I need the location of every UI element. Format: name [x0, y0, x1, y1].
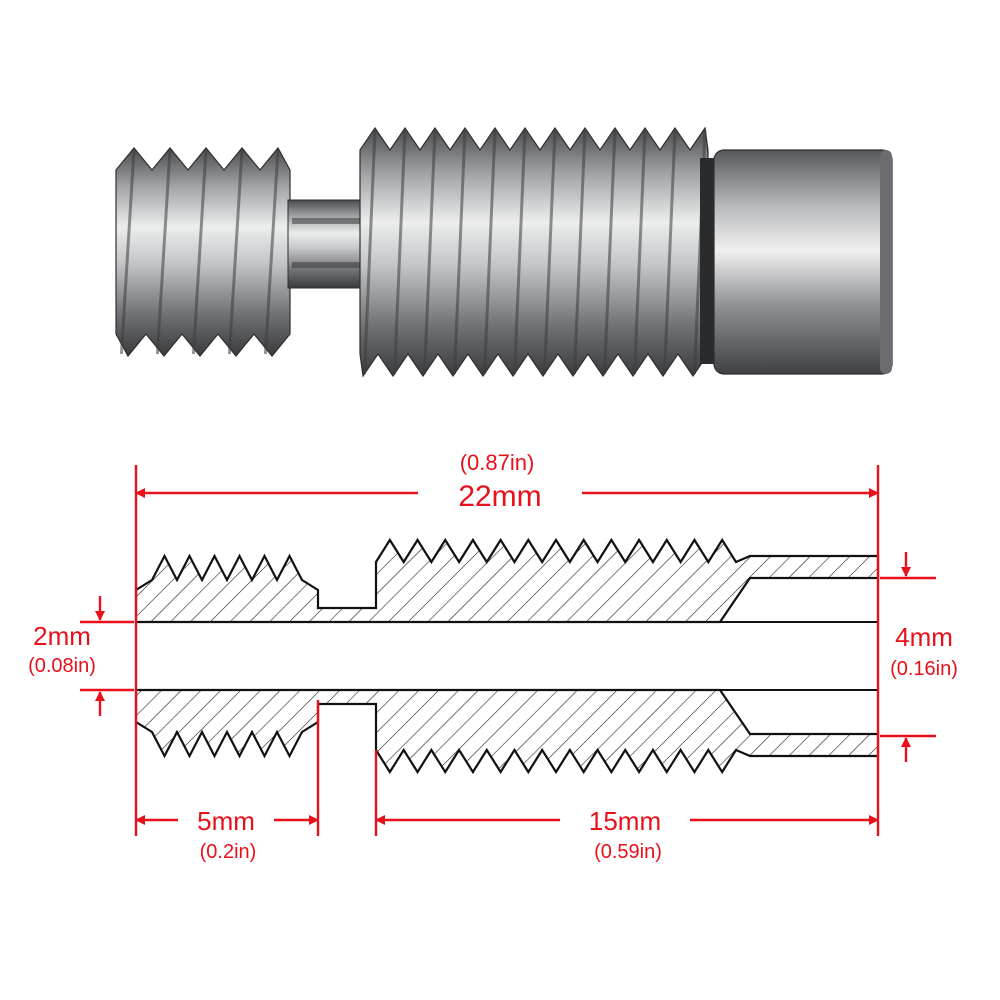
short-thread-section [115, 146, 291, 358]
product-photo [115, 126, 893, 378]
cross-section-drawing [134, 537, 880, 775]
dimension-annotations [80, 465, 936, 836]
bore-diameter-inch-label: (0.08in) [28, 655, 96, 677]
short-thread-inch-label: (0.2in) [200, 841, 257, 863]
bore-diameter-mm-label: 2mm [33, 621, 91, 651]
neck-section [287, 199, 367, 289]
total-length-inch-label: (0.87in) [460, 450, 535, 475]
outlet-diameter-mm-label: 4mm [895, 622, 953, 652]
outlet-diameter-inch-label: (0.16in) [890, 658, 958, 680]
long-thread-mm-label: 15mm [589, 806, 661, 836]
bottom-wall-section [134, 688, 880, 775]
top-wall-section [134, 537, 880, 624]
smooth-barrel [713, 149, 893, 375]
long-thread-section [359, 126, 709, 378]
short-thread-mm-label: 5mm [197, 806, 255, 836]
long-thread-inch-label: (0.59in) [594, 841, 662, 863]
total-length-mm-label: 22mm [458, 480, 541, 513]
